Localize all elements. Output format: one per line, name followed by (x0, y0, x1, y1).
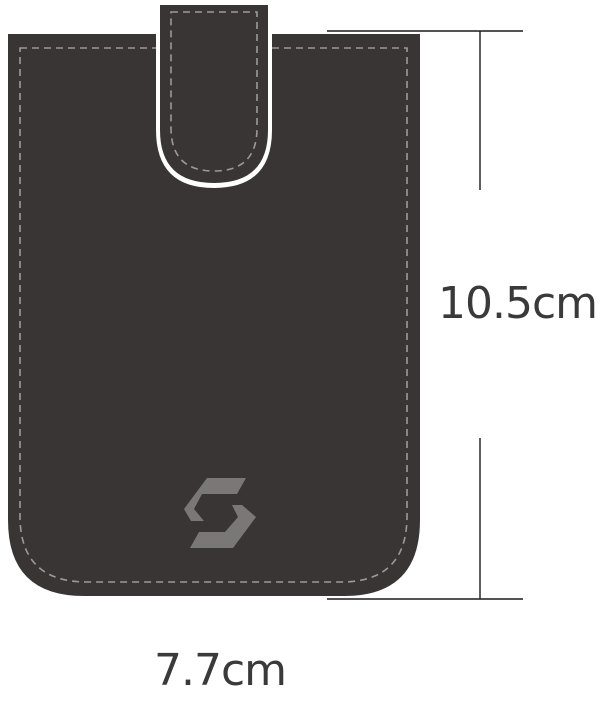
s-shield-logo-icon (184, 478, 256, 548)
card-holder-body (8, 34, 420, 596)
width-label: 7.7cm (154, 645, 287, 696)
height-label: 10.5cm (438, 278, 598, 329)
body-stitching (19, 47, 408, 583)
pull-tab (160, 5, 268, 183)
